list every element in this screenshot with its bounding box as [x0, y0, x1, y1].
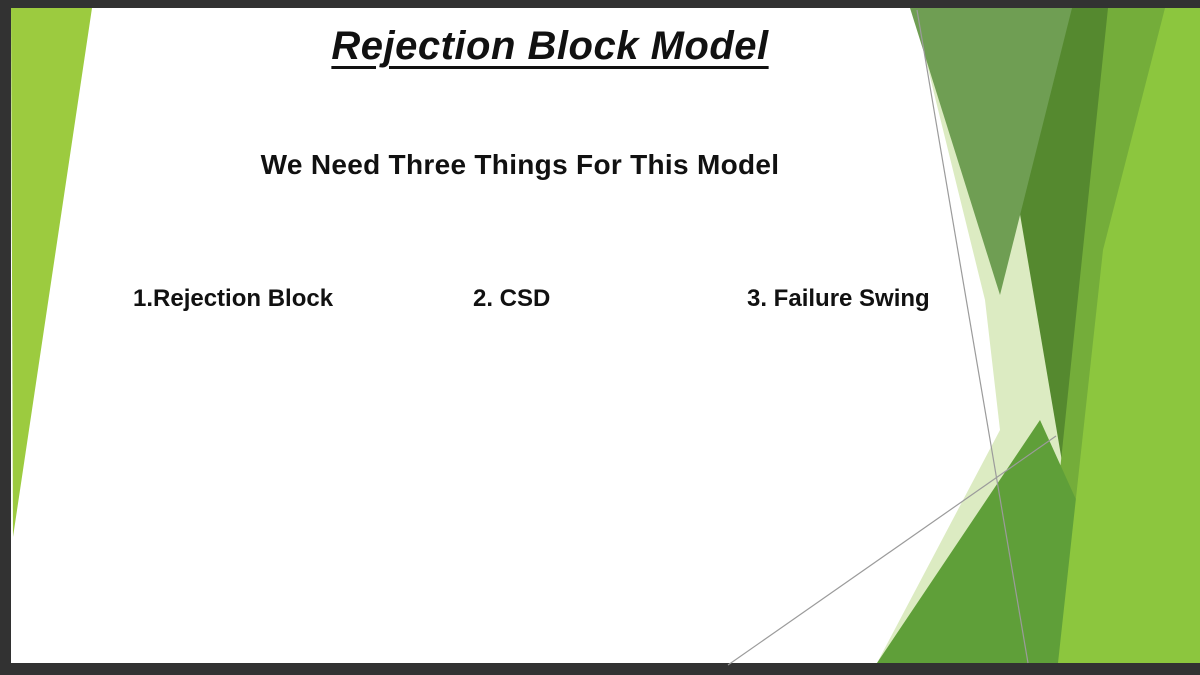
left-accent-wedge — [11, 8, 92, 537]
facet-sage-triangle — [910, 8, 1072, 295]
facet-bright-green — [1058, 8, 1200, 663]
hairline-steep — [916, 9, 1029, 664]
list-item-failure-swing: 3. Failure Swing — [747, 285, 930, 312]
list-item-rejection-block: 1.Rejection Block — [133, 285, 334, 312]
list-item-csd: 2. CSD — [473, 285, 551, 312]
hairline-diagonal — [727, 435, 1057, 666]
slide-subtitle: We Need Three Things For This Model — [260, 149, 780, 180]
slide-title: Rejection Block Model — [331, 24, 769, 68]
